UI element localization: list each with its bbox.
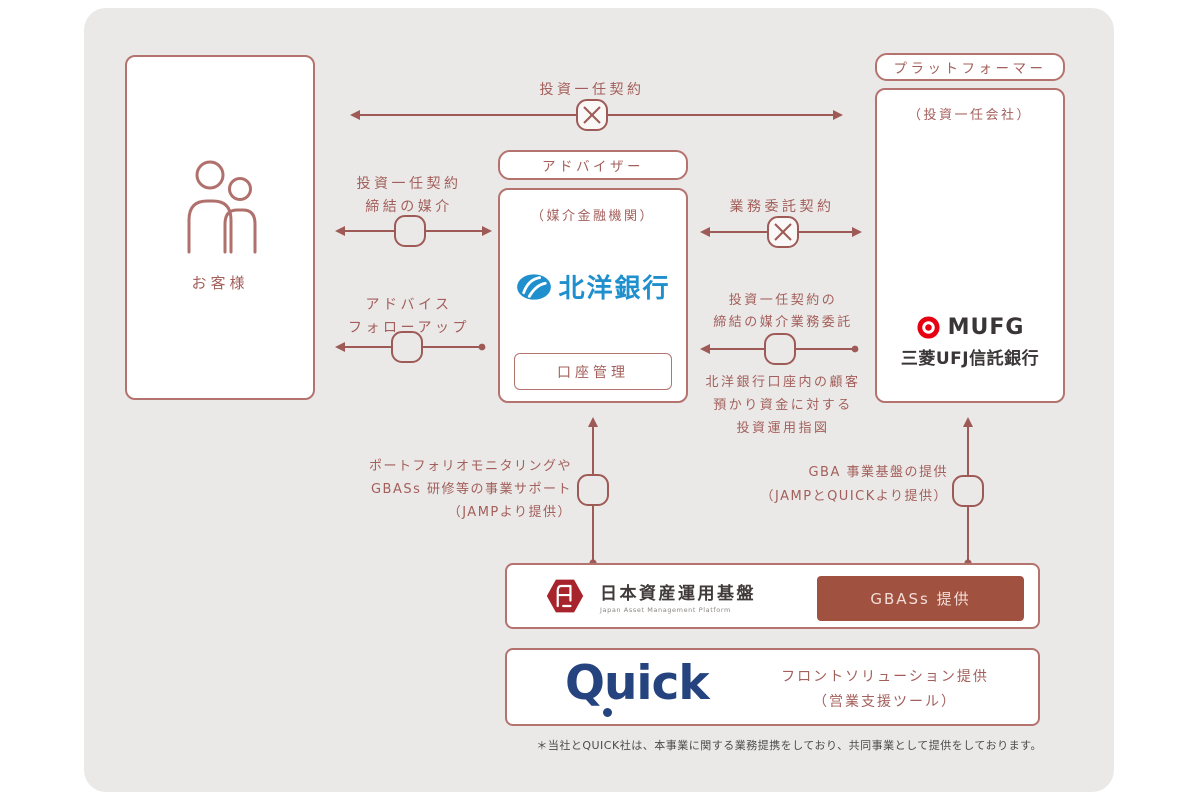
customer-box: お客様 — [125, 55, 315, 400]
gba-label-line1: GBA 事業基盤の提供 — [808, 465, 948, 480]
jamp-name: 日本資産運用基盤 — [600, 583, 756, 604]
support-label-line3: （JAMPより提供） — [447, 505, 572, 520]
delegation-label-above1: 投資一任契約の — [728, 293, 838, 308]
jamp-box: 日本資産運用基盤 Japan Asset Management Platform… — [505, 563, 1040, 629]
mufg-wordmark: MUFG — [947, 315, 1025, 340]
quick-logo-dot-icon — [603, 708, 612, 717]
quick-box: Quick フロントソリューション提供 （営業支援ツール） — [505, 648, 1040, 726]
hokuyo-mark-icon — [517, 273, 552, 300]
support-label-line2: GBASs 研修等の事業サポート — [370, 482, 572, 497]
advisor-tag: アドバイザー — [498, 150, 688, 180]
outsourcing-contract-label: 業務委託契約 — [729, 199, 835, 215]
mufg-mark-icon — [917, 316, 940, 339]
mufg-bank-name: 三菱UFJ信託銀行 — [900, 349, 1040, 369]
mediation-label-line2: 締結の媒介 — [365, 199, 453, 215]
mufg-logo: MUFG — [877, 315, 1063, 340]
delegation-label-below1: 北洋銀行口座内の顧客 — [705, 375, 861, 390]
advice-label-line1: アドバイス — [365, 297, 453, 313]
jamp-name-en: Japan Asset Management Platform — [600, 605, 731, 614]
advisor-box: （媒介金融機関） 北洋銀行 口座管理 — [498, 188, 688, 403]
hokuyo-bank-name: 北洋銀行 — [558, 274, 671, 304]
platformer-box: （投資一任会社） MUFG 三菱UFJ信託銀行 — [875, 88, 1065, 403]
quick-service-line2: （営業支援ツール） — [813, 694, 957, 710]
quick-service-text: フロントソリューション提供 （営業支援ツール） — [760, 665, 1010, 715]
gba-label-line2: （JAMPとQUICKより提供） — [760, 489, 948, 504]
quick-service-line1: フロントソリューション提供 — [781, 669, 989, 685]
quick-logo: Quick — [565, 656, 710, 711]
platformer-tag: プラットフォーマー — [875, 53, 1065, 81]
discretionary-contract-label: 投資一任契約 — [539, 82, 645, 98]
jamp-mark-icon — [546, 579, 584, 613]
customer-people-icon — [184, 159, 260, 255]
platformer-role: （投資一任会社） — [907, 108, 1032, 123]
jamp-name-block: 日本資産運用基盤 Japan Asset Management Platform — [600, 579, 756, 614]
support-label-line1: ポートフォリオモニタリングや — [368, 459, 572, 474]
advisor-role: （媒介金融機関） — [530, 209, 655, 224]
gbas-badge: GBASs 提供 — [817, 576, 1024, 621]
delegation-label-above2: 締結の媒介業務委託 — [713, 315, 853, 330]
delegation-label-below2: 預かり資金に対する — [713, 398, 853, 413]
delegation-label-below3: 投資運用指図 — [736, 421, 830, 436]
footnote: ＊当社とQUICK社は、本事業に関する業務提携をしており、共同事業として提供をし… — [536, 739, 1042, 752]
mediation-label-line1: 投資一任契約 — [356, 176, 462, 192]
hokuyo-logo: 北洋銀行 — [500, 268, 686, 305]
customer-label: お客様 — [191, 274, 249, 292]
advice-label-line2: フォローアップ — [348, 320, 470, 336]
account-management-box: 口座管理 — [514, 353, 672, 390]
